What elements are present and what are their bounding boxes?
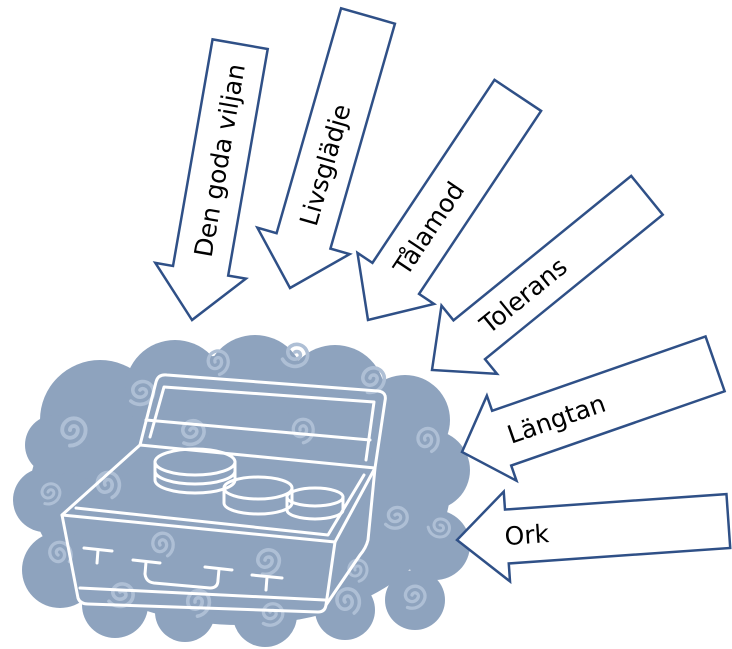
suitcase-item <box>222 475 294 516</box>
suitcase-item-side <box>285 495 345 521</box>
cloud-lobe <box>390 430 470 510</box>
suitcase-item-band <box>153 469 237 486</box>
arrow-shape <box>460 334 727 484</box>
suitcase-handle <box>131 558 234 590</box>
cloud-lobe <box>13 468 77 532</box>
suitcase-body-front <box>60 513 337 614</box>
suitcase-lid <box>138 373 387 470</box>
cloud-lobe <box>205 335 305 435</box>
suitcase-body-side <box>324 466 377 607</box>
arrow-den-goda-viljan: Den goda viljan <box>152 37 270 322</box>
suitcase-item-side <box>153 460 237 495</box>
suitcase-latch <box>82 546 114 565</box>
cloud-icon <box>13 335 470 647</box>
suitcase-lid-pocket <box>144 418 372 442</box>
suitcase-bottom-trim <box>78 586 327 602</box>
suitcase-lid-inner-rim <box>148 385 376 462</box>
arrow-ork: Ork <box>455 488 732 585</box>
arrow-shape <box>254 6 397 290</box>
arrow-shape <box>152 37 270 322</box>
suitcase-latch <box>250 573 284 592</box>
suitcase-item <box>153 447 237 495</box>
suitcase-icon <box>60 373 387 614</box>
cloud-lobe <box>400 510 470 580</box>
arrow-shape <box>455 488 732 585</box>
suitcase-item-side <box>222 486 294 516</box>
suitcase-body-inner-rim <box>74 473 366 537</box>
arrow-shape <box>430 174 665 376</box>
arrow-label: Ork <box>504 519 551 551</box>
arrow-shape <box>355 78 543 322</box>
suitcase-item <box>285 486 345 521</box>
cloud-lobe <box>125 340 225 440</box>
